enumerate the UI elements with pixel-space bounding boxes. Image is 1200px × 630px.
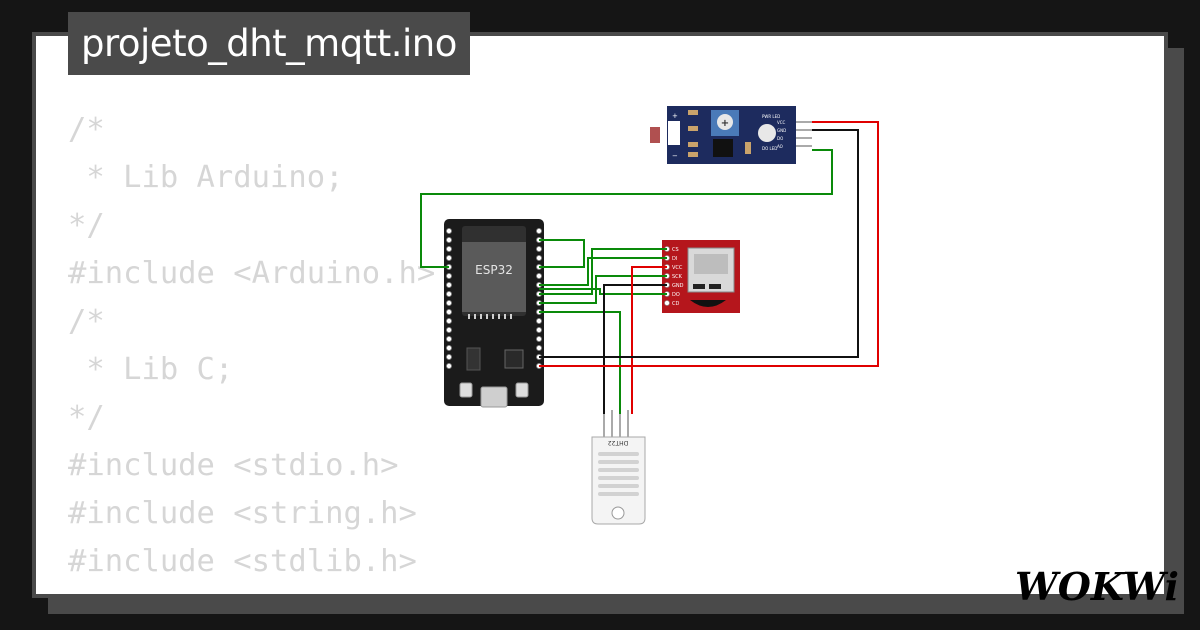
wire-sd-di bbox=[539, 257, 667, 286]
svg-text:AO: AO bbox=[777, 144, 783, 149]
dht22-sensor[interactable]: DHT22 bbox=[591, 410, 646, 525]
code-line: #include <string.h> bbox=[68, 496, 417, 531]
svg-text:CD: CD bbox=[672, 301, 679, 307]
code-line: /* bbox=[68, 112, 105, 147]
svg-text:DO: DO bbox=[777, 136, 783, 141]
wire-sd-gnd bbox=[603, 284, 667, 414]
wire-sd-do bbox=[539, 288, 667, 295]
svg-text:WOKWi: WOKWi bbox=[1015, 564, 1179, 609]
esp32-module-shield bbox=[462, 242, 526, 312]
code-line: /* bbox=[68, 304, 105, 339]
svg-text:PWR LED: PWR LED bbox=[762, 114, 780, 119]
svg-text:SCK: SCK bbox=[672, 274, 683, 280]
code-line: #include <Arduino.h> bbox=[68, 256, 436, 291]
code-line: */ bbox=[68, 208, 105, 243]
sd-card-module[interactable]: CS DI VCC SCK GND DO CD bbox=[662, 240, 740, 313]
wokwi-logo: WOKWi bbox=[1015, 564, 1179, 609]
code-line: * Lib C; bbox=[68, 352, 234, 387]
code-line: */ bbox=[68, 400, 105, 435]
wire-sd-cs bbox=[539, 248, 667, 295]
svg-text:+: + bbox=[721, 118, 729, 129]
wires bbox=[420, 121, 879, 414]
svg-text:+: + bbox=[672, 112, 678, 120]
code-preview: /* * Lib Arduino; */ #include <Arduino.h> /… bbox=[68, 106, 436, 594]
esp32-left-pins bbox=[445, 227, 452, 369]
wire-green bbox=[539, 239, 585, 268]
svg-text:−: − bbox=[672, 152, 678, 160]
svg-text:CS: CS bbox=[672, 247, 679, 253]
usb-port bbox=[480, 386, 508, 408]
ldr-sensor-module[interactable]: + + − PWR LED DO LED VCC GND DO AO bbox=[650, 106, 812, 164]
svg-text:GND: GND bbox=[777, 128, 786, 133]
project-title[interactable]: projeto_dht_mqtt.ino bbox=[68, 12, 470, 75]
photoresistor bbox=[650, 127, 660, 143]
wire-ldr-vcc bbox=[539, 121, 879, 367]
svg-text:VCC: VCC bbox=[672, 265, 683, 271]
svg-text:VCC: VCC bbox=[777, 120, 786, 125]
wire-ldr-gnd bbox=[539, 129, 859, 358]
esp32-board[interactable]: ESP32 bbox=[444, 219, 544, 408]
dht22-label: DHT22 bbox=[608, 439, 629, 446]
svg-text:DO LED: DO LED bbox=[762, 146, 777, 151]
code-line: #include <stdlib.h> bbox=[68, 544, 417, 579]
wire-ldr-ao bbox=[420, 149, 833, 268]
svg-text:DI: DI bbox=[672, 256, 677, 262]
svg-text:GND: GND bbox=[672, 283, 684, 289]
esp32-label: ESP32 bbox=[475, 263, 513, 277]
code-line: /* bbox=[68, 586, 435, 594]
code-line: #include <stdio.h> bbox=[68, 448, 399, 483]
wire-sd-vcc bbox=[631, 266, 667, 414]
wire-dht-data bbox=[539, 311, 621, 414]
code-line: * Lib Arduino; bbox=[68, 160, 344, 195]
preview-card: /* * Lib Arduino; */ #include <Arduino.h> /… bbox=[32, 32, 1168, 598]
svg-text:DO: DO bbox=[672, 292, 680, 298]
